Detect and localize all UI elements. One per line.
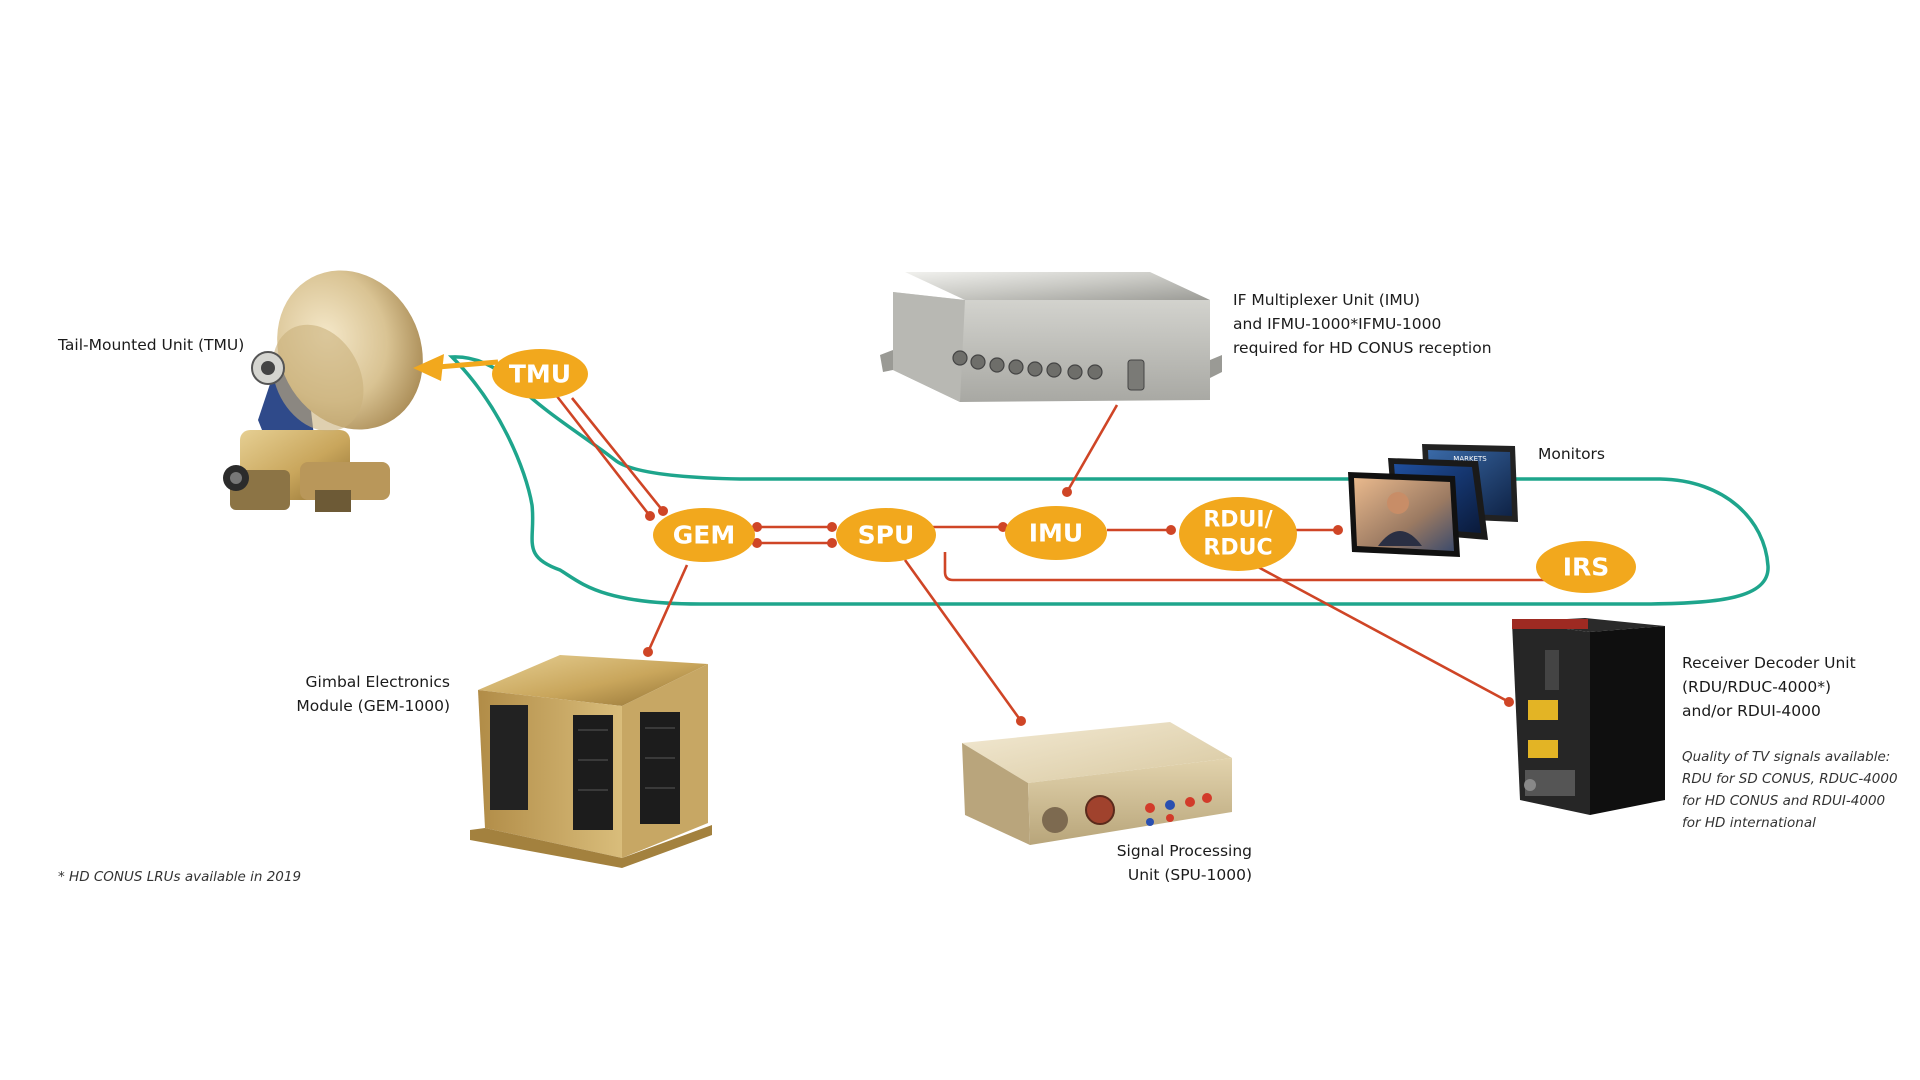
label-quality-note: Quality of TV signals available: RDU for… [1682, 749, 1898, 831]
node-rdui: RDUI/ RDUC [1179, 497, 1297, 571]
label-imu: IF Multiplexer Unit (IMU) and IFMU-1000*… [1233, 291, 1492, 357]
dot-gem-in-b [658, 506, 668, 516]
rdu-unit-image [1512, 618, 1665, 815]
spu-unit-image [962, 722, 1232, 845]
node-rdui-label-2: RDUC [1203, 536, 1272, 561]
label-spu: Signal Processing Unit (SPU-1000) [1116, 842, 1252, 884]
link-spu-unit [903, 559, 1023, 722]
tmu-arrowhead-icon [413, 354, 444, 381]
dot-gem-module [643, 647, 653, 657]
node-tmu-label: TMU [509, 360, 571, 389]
dot-gem-out-a [752, 522, 762, 532]
dot-gem-in-a [645, 511, 655, 521]
link-spu-irs [943, 552, 1545, 582]
dot-rdu-unit [1504, 697, 1514, 707]
tmu-antenna-image [223, 270, 440, 512]
dot-spu-in-b [827, 538, 837, 548]
link-tmu-gem-b [570, 397, 665, 512]
gem-module-image [470, 655, 712, 868]
node-irs-label: IRS [1563, 553, 1610, 582]
dot-imu-unit [1062, 487, 1072, 497]
link-lines [554, 394, 1545, 722]
dot-gem-out-b [752, 538, 762, 548]
link-rdui-rdu [1257, 565, 1510, 704]
dot-monitors-in [1333, 525, 1343, 535]
link-gem-module [646, 564, 689, 653]
label-rdu: Receiver Decoder Unit (RDU/RDUC-4000*) a… [1682, 654, 1856, 720]
dot-spu-in-a [827, 522, 837, 532]
aircraft-outline [447, 355, 1770, 606]
node-irs: IRS [1536, 541, 1636, 593]
imu-unit-image [880, 272, 1222, 402]
label-monitors: Monitors [1538, 445, 1605, 463]
tmu-arrow-icon [437, 359, 499, 370]
node-imu: IMU [1005, 506, 1107, 560]
label-gem: Gimbal Electronics Module (GEM-1000) [296, 673, 450, 715]
dot-rdui-in [1166, 525, 1176, 535]
footnote: * HD CONUS LRUs available in 2019 [58, 869, 302, 885]
monitors-image: MARKETS [1348, 444, 1518, 557]
node-rdui-label-1: RDUI/ [1203, 508, 1273, 533]
node-tmu: TMU [492, 349, 588, 399]
node-gem-label: GEM [673, 521, 735, 550]
screen-title-text: MARKETS [1453, 455, 1487, 463]
link-imu-unit [1065, 404, 1119, 493]
node-imu-label: IMU [1029, 519, 1083, 548]
dot-spu-unit [1016, 716, 1026, 726]
label-tmu: Tail-Mounted Unit (TMU) [58, 336, 245, 354]
node-spu-label: SPU [858, 521, 915, 550]
node-gem: GEM [653, 508, 755, 562]
link-tmu-gem-a [554, 394, 652, 517]
node-spu: SPU [836, 508, 936, 562]
